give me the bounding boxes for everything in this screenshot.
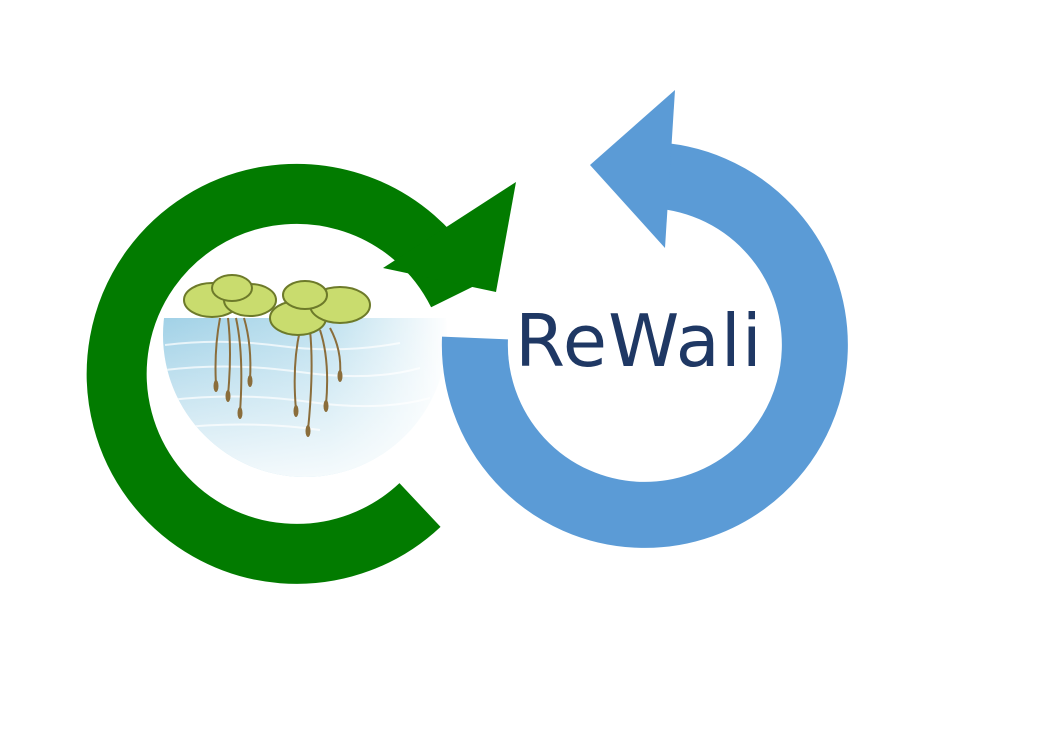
blue-arrow-ring bbox=[441, 142, 848, 548]
brand-wordmark: ReWali bbox=[515, 299, 763, 383]
circular-arrow-counterclockwise-icon bbox=[441, 90, 848, 548]
water-scene bbox=[163, 318, 447, 477]
green-arrow-head bbox=[383, 182, 516, 292]
blue-arrow-head bbox=[590, 90, 675, 248]
water-lettuce-plant-icon bbox=[183, 274, 371, 437]
green-arrow-ring bbox=[86, 163, 485, 584]
circular-arrow-clockwise-icon bbox=[86, 163, 516, 584]
